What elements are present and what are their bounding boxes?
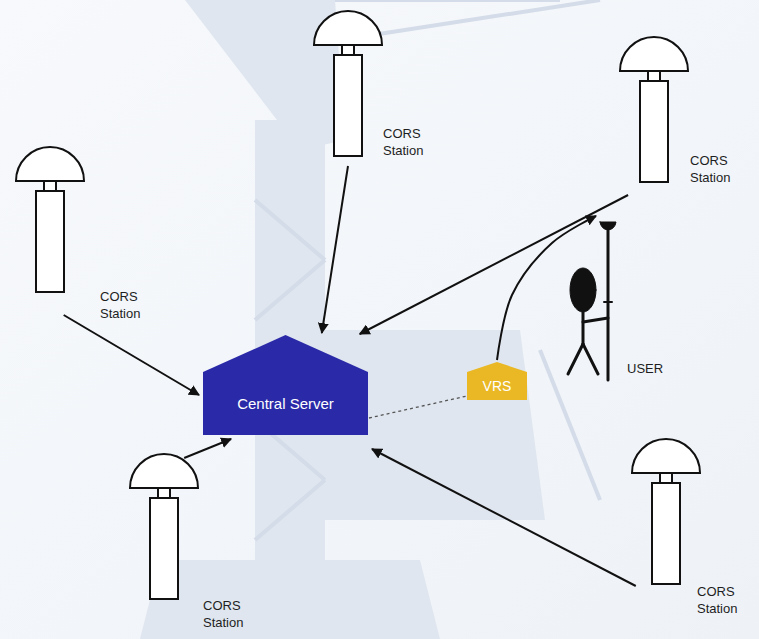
central-server: Central Server [203, 335, 368, 435]
vrs-box: VRS [467, 362, 527, 400]
cors-station: CORS Station [14, 146, 86, 294]
cors-station: CORS Station [128, 453, 200, 601]
cors-station-outline [14, 146, 86, 294]
antenna-stem [158, 488, 170, 498]
station-body [640, 81, 668, 182]
vrs-shape [467, 362, 527, 400]
cors-station-outline [630, 438, 702, 586]
antenna-stem [648, 71, 660, 81]
cors-station: CORS Station [630, 438, 702, 586]
dashed-link [369, 396, 466, 418]
station-body [150, 498, 178, 599]
lattice-bar [255, 480, 325, 540]
rover-pole [607, 230, 610, 380]
user-figure-outline [535, 214, 619, 384]
pole-tick [604, 301, 612, 303]
connector-arrow [372, 449, 636, 586]
lattice-bar [255, 200, 325, 260]
station-label: CORS Station [697, 583, 757, 617]
cors-station-outline [312, 10, 384, 158]
vrs-label: VRS [483, 378, 512, 394]
cors-station-outline [128, 453, 200, 601]
connector-arrow [360, 195, 628, 334]
central-server-outline [203, 335, 368, 435]
connector-arrow [64, 315, 199, 395]
cors-station-outline [618, 36, 690, 184]
antenna-stem [342, 45, 354, 55]
crane-base [140, 560, 440, 639]
crane-silhouette [140, 0, 545, 639]
crane-jib [335, 0, 560, 2]
user-label: USER [627, 360, 687, 377]
cors-station: CORS Station [618, 36, 690, 184]
figure-leg [583, 344, 598, 374]
antenna-stem [660, 473, 672, 483]
antenna-dome [632, 439, 700, 473]
connector-arrow [497, 216, 596, 360]
connector-arrow [184, 439, 231, 458]
stick-figure [568, 222, 616, 380]
user-figure: USER [535, 214, 619, 384]
station-body [334, 55, 362, 156]
antenna-stem [44, 181, 56, 191]
figure-head [570, 268, 596, 312]
station-body [36, 191, 64, 292]
antenna-dome [130, 454, 198, 488]
figure-arm [583, 318, 608, 322]
station-label: CORS Station [203, 597, 263, 631]
station-label: CORS Station [100, 288, 160, 322]
antenna-dome [620, 37, 688, 71]
server-shape [203, 335, 368, 435]
connector-arrow [322, 166, 348, 333]
antenna-dome [16, 147, 84, 181]
crane-lattice [255, 0, 600, 540]
station-label: CORS Station [383, 125, 443, 159]
station-body [652, 483, 680, 584]
cors-station: CORS Station [312, 10, 384, 158]
figure-body [582, 312, 585, 344]
server-label: Central Server [237, 395, 334, 412]
figure-leg [568, 344, 583, 374]
lattice-bar [255, 260, 325, 320]
antenna-dome [314, 11, 382, 45]
station-label: CORS Station [690, 152, 750, 186]
